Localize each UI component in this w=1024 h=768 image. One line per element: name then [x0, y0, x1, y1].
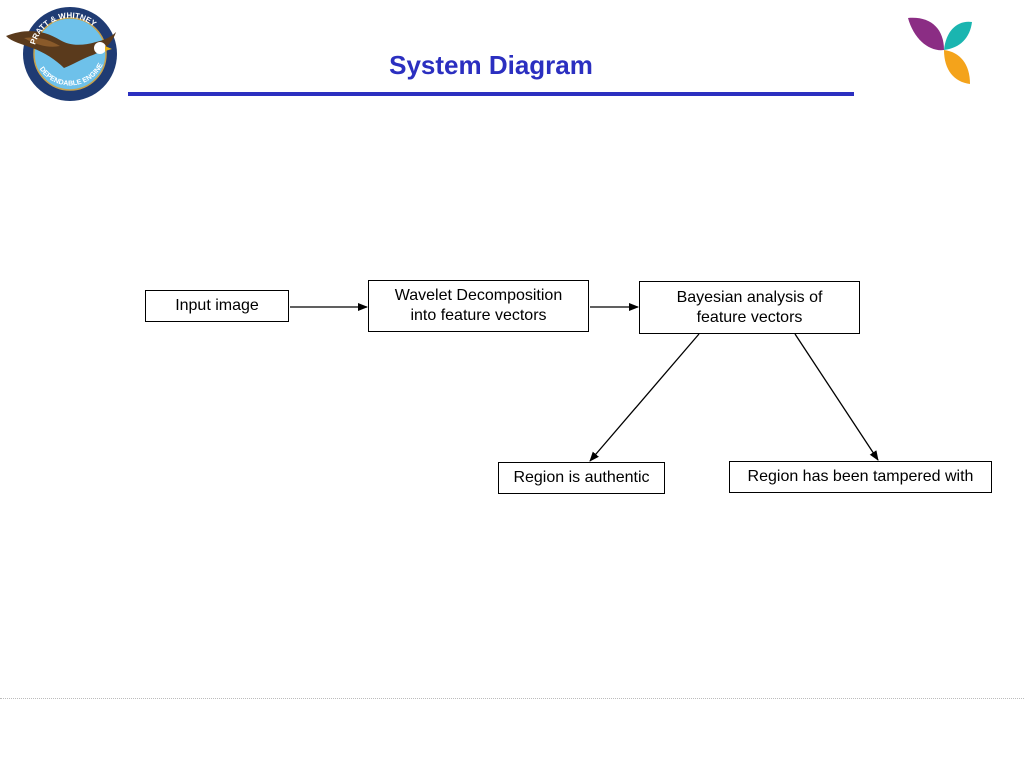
footer-divider: [0, 698, 1024, 699]
title-underline: [128, 92, 854, 96]
arrow-bayes-to-authentic: [589, 333, 700, 462]
slide-title: System Diagram: [389, 50, 593, 80]
node-region-authentic-label: Region is authentic: [513, 469, 650, 486]
node-input-image: Input image: [145, 290, 289, 322]
node-bayesian-analysis-label: Bayesian analysis of feature vectors: [676, 288, 823, 326]
node-region-tampered-label: Region has been tampered with: [747, 468, 974, 485]
corner-logo: [904, 16, 974, 86]
node-input-image-label: Input image: [175, 297, 259, 314]
node-wavelet-decomposition-label: Wavelet Decomposition into feature vecto…: [394, 287, 563, 324]
node-region-tampered: Region has been tampered with: [729, 461, 992, 493]
node-bayesian-analysis: Bayesian analysis of feature vectors: [639, 281, 860, 334]
node-wavelet-decomposition: Wavelet Decomposition into feature vecto…: [368, 280, 589, 332]
arrow-bayes-to-tampered: [794, 333, 879, 461]
node-region-authentic: Region is authentic: [498, 462, 665, 494]
